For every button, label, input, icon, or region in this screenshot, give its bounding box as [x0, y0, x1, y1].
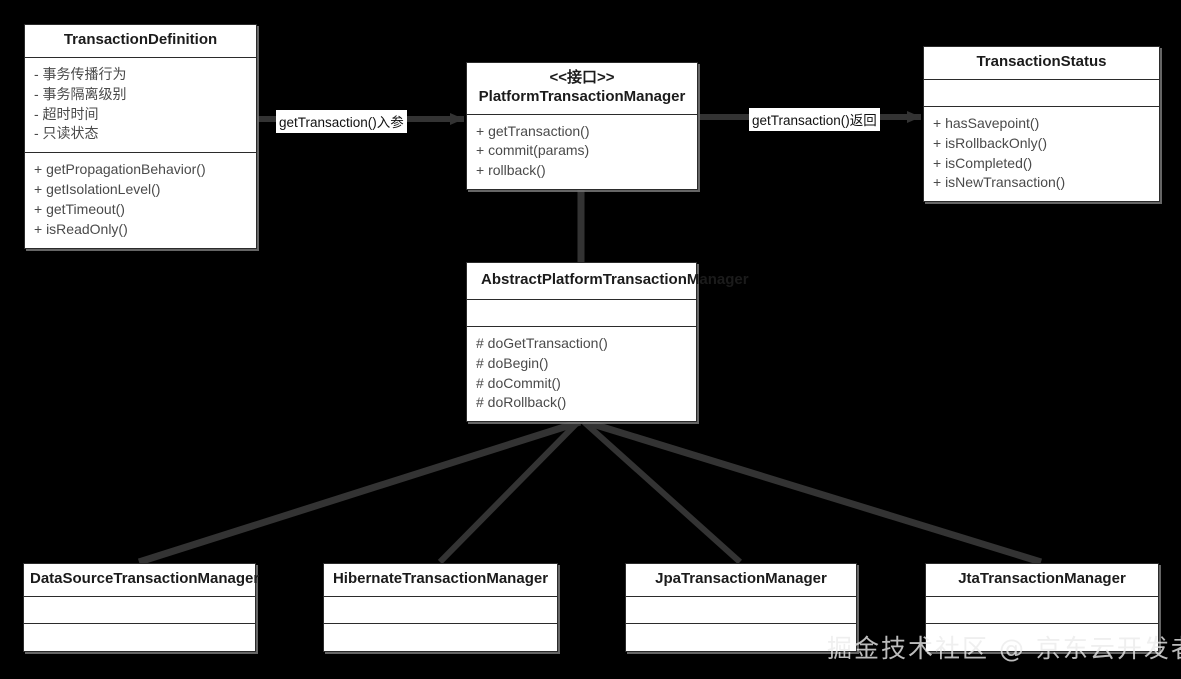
method-item: # doRollback()	[476, 394, 567, 411]
attributes-compartment	[626, 597, 856, 624]
attributes-compartment	[324, 597, 557, 624]
attribute-item: - 事务隔离级别	[34, 85, 127, 102]
class-box-datasource-transaction-manager[interactable]: DataSourceTransactionManager	[23, 563, 259, 652]
edge-abstract-to-hibernate	[437, 419, 581, 565]
class-title: AbstractPlatformTransactionManager	[467, 263, 749, 300]
methods-compartment	[24, 624, 255, 651]
method-item: + getPropagationBehavior()	[34, 161, 206, 178]
class-box-transaction-definition[interactable]: TransactionDefinition - 事务传播行为 - 事务隔离级别 …	[24, 24, 257, 249]
attributes-compartment	[924, 80, 1159, 107]
methods-compartment	[324, 624, 557, 651]
attributes-compartment	[24, 597, 255, 624]
method-item: + isRollbackOnly()	[933, 134, 1047, 151]
class-title: <<接口>> PlatformTransactionManager	[467, 63, 697, 115]
class-title: JtaTransactionManager	[926, 564, 1158, 597]
methods-compartment: # doGetTransaction() # doBegin() # doCom…	[467, 327, 696, 422]
class-box-jpa-transaction-manager[interactable]: JpaTransactionManager	[625, 563, 857, 652]
class-box-abstract-platform-transaction-manager[interactable]: AbstractPlatformTransactionManager # doG…	[466, 262, 749, 423]
class-title: JpaTransactionManager	[626, 564, 856, 597]
edge-label-get-transaction-return: getTransaction()返回	[749, 108, 880, 131]
method-item: # doBegin()	[476, 354, 549, 371]
edge-label-get-transaction-param: getTransaction()入参	[276, 110, 407, 133]
method-item: # doGetTransaction()	[476, 334, 608, 351]
method-item: + getTransaction()	[476, 122, 590, 139]
method-item: + hasSavepoint()	[933, 114, 1040, 131]
methods-compartment	[626, 624, 856, 651]
method-item: # doCommit()	[476, 374, 561, 391]
attributes-compartment	[467, 300, 696, 327]
method-item: + rollback()	[476, 162, 546, 179]
attributes-compartment: - 事务传播行为 - 事务隔离级别 - 超时时间 - 只读状态	[25, 58, 256, 154]
method-item: + isNewTransaction()	[933, 174, 1066, 191]
methods-compartment: + getPropagationBehavior() + getIsolatio…	[25, 153, 256, 248]
methods-compartment: + getTransaction() + commit(params) + ro…	[467, 115, 697, 190]
method-item: + isCompleted()	[933, 154, 1033, 171]
class-stereotype: <<接口>>	[549, 69, 615, 86]
class-box-platform-transaction-manager[interactable]: <<接口>> PlatformTransactionManager + getT…	[466, 62, 698, 191]
edge-abstract-to-datasource	[137, 418, 582, 566]
attributes-compartment	[926, 597, 1158, 624]
methods-compartment: + hasSavepoint() + isRollbackOnly() + is…	[924, 107, 1159, 202]
edge-abstract-to-jpa	[581, 419, 743, 565]
method-item: + getTimeout()	[34, 201, 125, 217]
class-box-jta-transaction-manager[interactable]: JtaTransactionManager	[925, 563, 1159, 652]
class-box-hibernate-transaction-manager[interactable]: HibernateTransactionManager	[323, 563, 558, 652]
class-title: TransactionStatus	[924, 47, 1159, 80]
class-name: PlatformTransactionManager	[478, 87, 686, 105]
attribute-item: - 超时时间	[34, 105, 99, 122]
edge-abstract-to-jta	[584, 418, 1043, 566]
class-title: DataSourceTransactionManager	[24, 564, 259, 597]
method-item: + getIsolationLevel()	[34, 181, 161, 198]
class-title: TransactionDefinition	[25, 25, 256, 58]
methods-compartment	[926, 624, 1158, 651]
method-item: + commit(params)	[476, 142, 590, 159]
class-box-transaction-status[interactable]: TransactionStatus + hasSavepoint() + isR…	[923, 46, 1160, 203]
method-item: + isReadOnly()	[34, 220, 128, 237]
class-title: HibernateTransactionManager	[324, 564, 557, 597]
attribute-item: - 事务传播行为	[34, 65, 127, 82]
attribute-item: - 只读状态	[34, 125, 99, 142]
